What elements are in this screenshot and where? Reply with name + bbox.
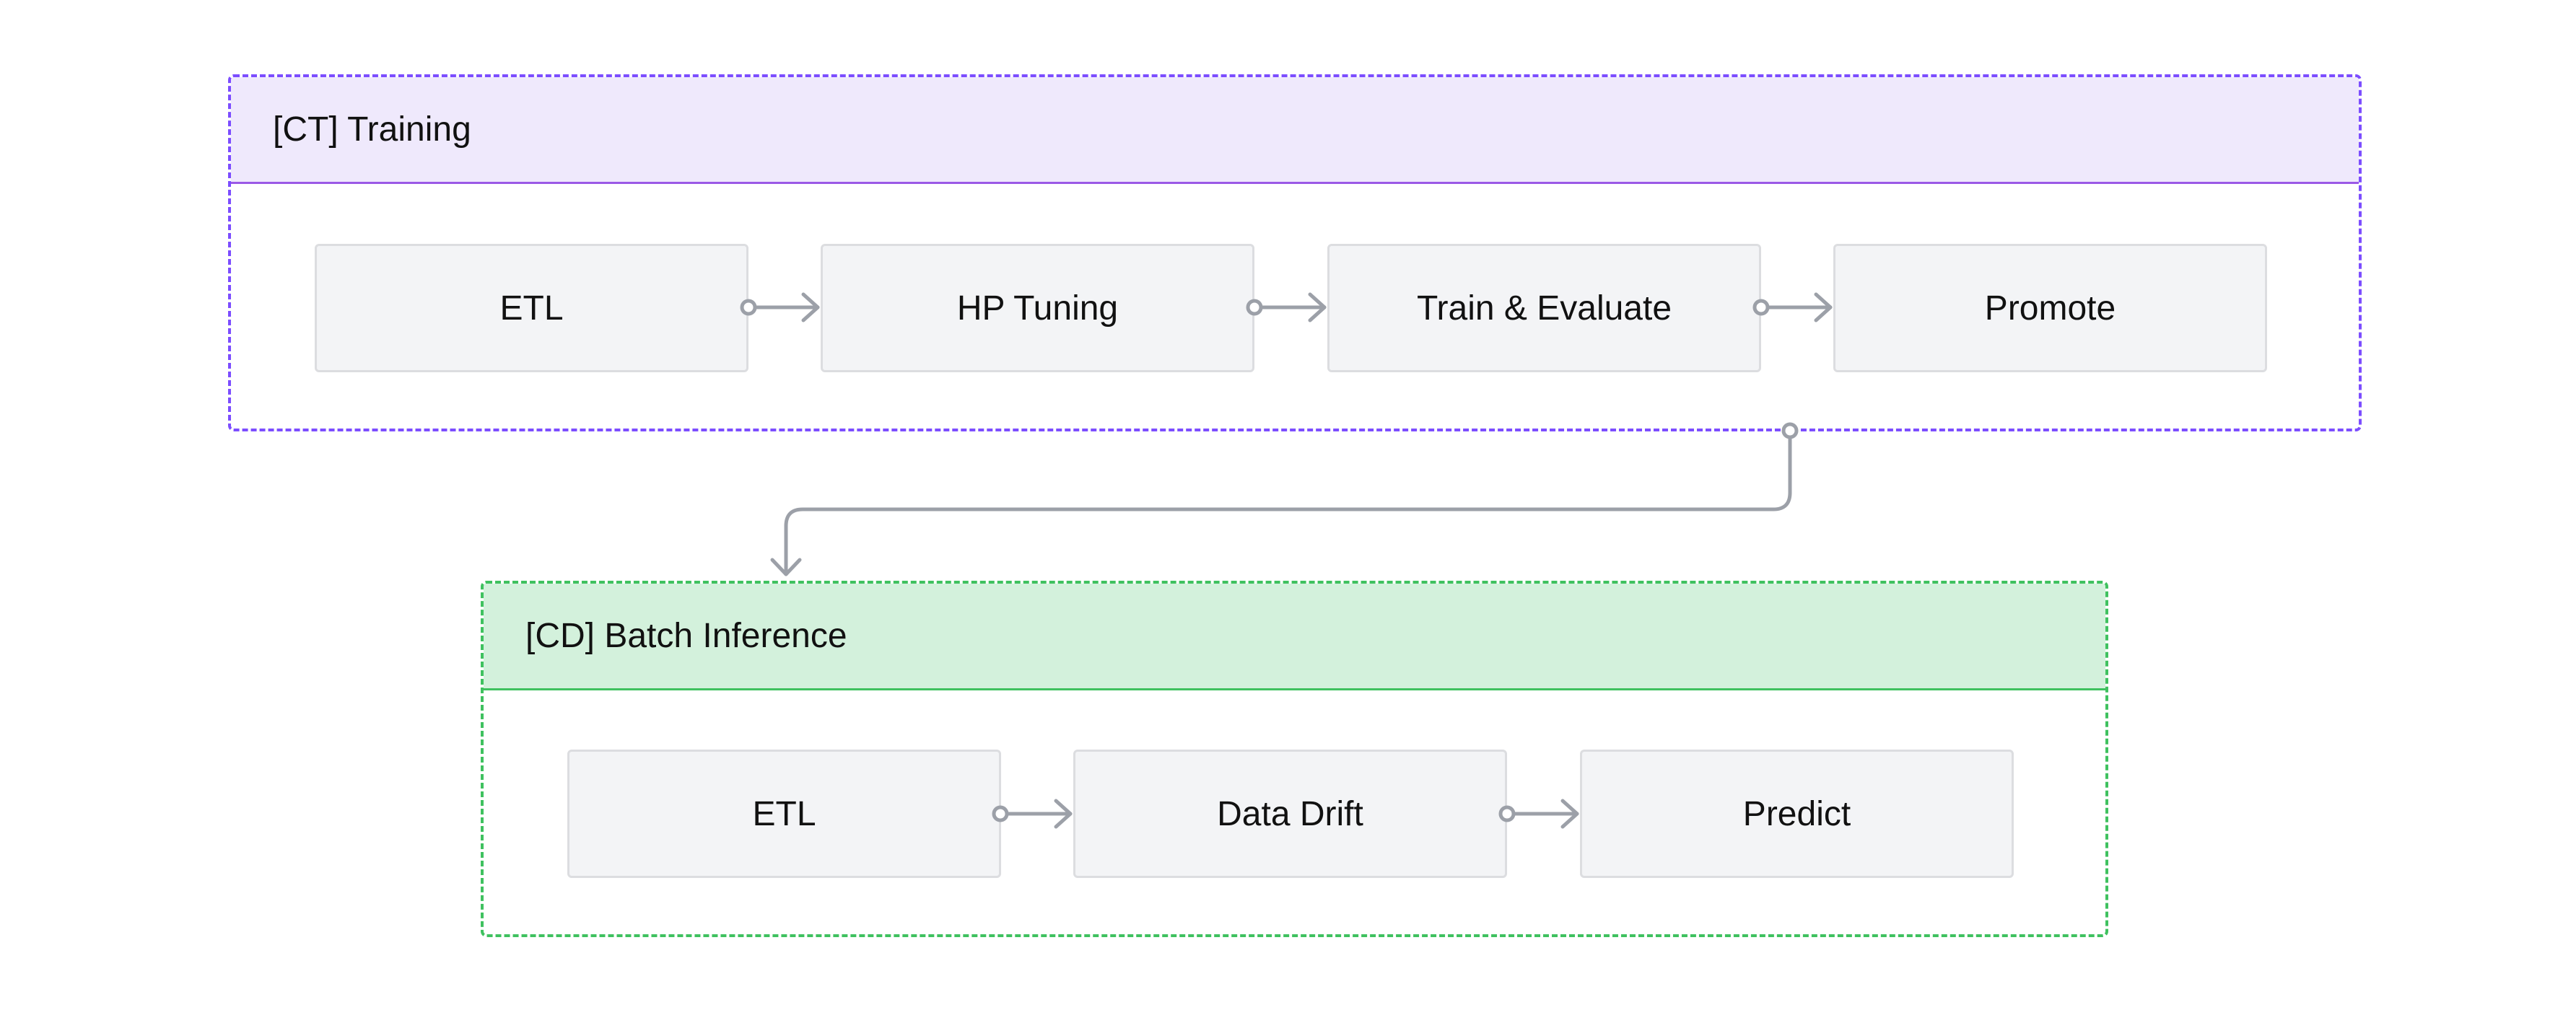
inference-step-data-drift[interactable]: Data Drift (1073, 750, 1507, 878)
training-step-etl[interactable]: ETL (315, 244, 748, 372)
inference-step-predict[interactable]: Predict (1580, 750, 2014, 878)
inference-group-title: [CD] Batch Inference (525, 617, 847, 655)
training-step-hp-tuning[interactable]: HP Tuning (821, 244, 1254, 372)
edge-training-to-inference (770, 422, 1799, 576)
training-step-promote[interactable]: Promote (1833, 244, 2267, 372)
inference-group: [CD] Batch Inference (481, 581, 2108, 937)
inference-step-etl[interactable]: ETL (567, 750, 1001, 878)
inference-group-header: [CD] Batch Inference (484, 584, 2105, 690)
training-group: [CT] Training (228, 74, 2362, 431)
training-group-header: [CT] Training (231, 77, 2359, 184)
training-group-title: [CT] Training (273, 110, 471, 149)
training-step-train-evaluate[interactable]: Train & Evaluate (1327, 244, 1761, 372)
